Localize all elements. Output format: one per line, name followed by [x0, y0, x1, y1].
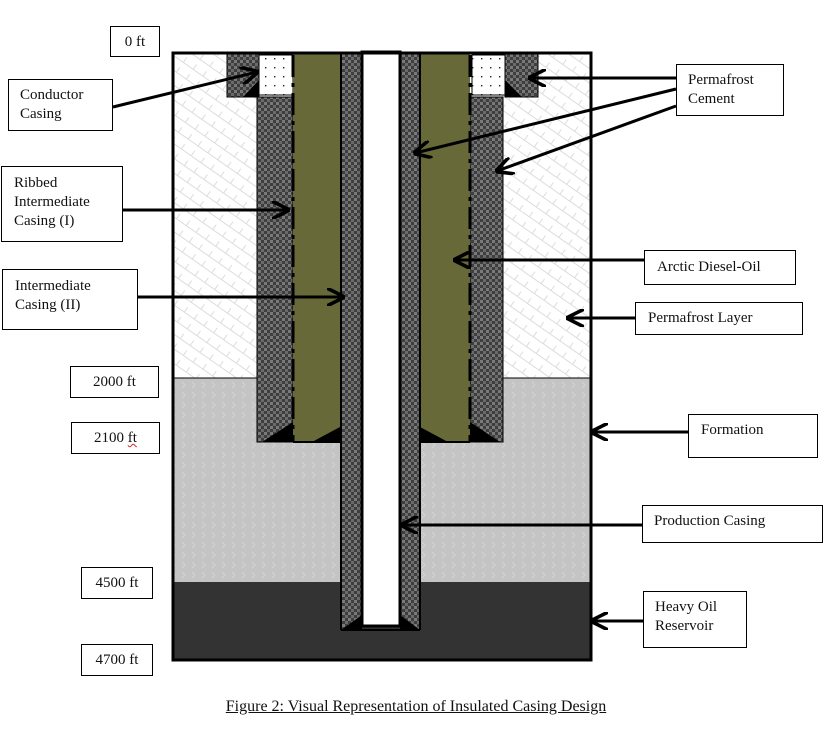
depth-marker-2000ft: 2000 ft [70, 366, 159, 398]
production-cement-left [341, 52, 362, 630]
conductor-shoe-right [505, 80, 522, 97]
arrow-permafrost-cement-3 [497, 104, 677, 171]
label-permafrost-layer: Permafrost Layer [635, 302, 803, 335]
figure-caption: Figure 2: Visual Representation of Insul… [225, 698, 607, 715]
depth-unit: ft [127, 430, 137, 446]
depth-value: 2100 ft [94, 430, 137, 446]
production-cement-right [400, 52, 420, 630]
label-permafrost-cement: Permafrost Cement [676, 64, 784, 116]
arctic-diesel-right [420, 52, 470, 442]
production-shoe-left [341, 615, 362, 630]
depth-marker-4700ft: 4700 ft [81, 644, 153, 676]
depth-marker-2100ft: 2100 ft [71, 422, 160, 454]
label-arctic-diesel-oil: Arctic Diesel-Oil [644, 250, 796, 285]
permafrost-cement-left [258, 54, 294, 96]
production-shoe-right [400, 615, 420, 630]
outer-frame [171, 51, 593, 662]
intermediate-shoe-left-outer [262, 422, 293, 442]
label-heavy-oil-reservoir: Heavy Oil Reservoir [643, 591, 747, 648]
label-ribbed-intermediate-casing: Ribbed Intermediate Casing (I) [1, 166, 123, 242]
intermediate-cement-left [256, 96, 294, 443]
arrow-permafrost-cement-2 [415, 87, 677, 153]
intermediate-shoe-left-inner [312, 427, 340, 442]
label-conductor-casing: Conductor Casing [8, 79, 113, 131]
production-bore [360, 50, 402, 628]
label-production-casing: Production Casing [642, 505, 823, 543]
label-intermediate-casing-ii: Intermediate Casing (II) [2, 269, 138, 330]
arrow-conductor-casing [112, 72, 257, 109]
depth-marker-4500ft: 4500 ft [81, 567, 153, 599]
intermediate-shoe-right-inner [420, 427, 448, 442]
intermediate-cement-right [469, 96, 504, 443]
label-formation: Formation [688, 414, 818, 458]
depth-marker-0ft: 0 ft [110, 26, 160, 57]
permafrost-cement-right [471, 54, 506, 96]
intermediate-shoe-right-outer [470, 422, 500, 442]
arctic-diesel-left [293, 52, 340, 442]
